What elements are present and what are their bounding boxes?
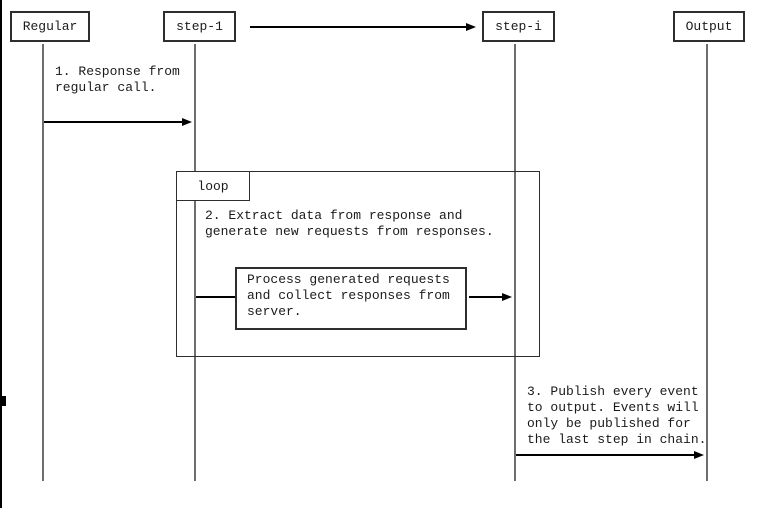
actor-box-regular: Regular <box>10 11 90 42</box>
message-2-text: 2. Extract data from response and genera… <box>205 208 494 239</box>
chain-arrowhead-icon <box>466 23 476 31</box>
process-out-arrow-line <box>469 296 504 298</box>
lifeline-regular <box>42 44 44 481</box>
loop-label-tab: loop <box>176 171 250 201</box>
actor-box-step-1: step-1 <box>163 11 236 42</box>
left-edge-notch <box>0 396 6 406</box>
message-3-arrowhead-icon <box>694 451 704 459</box>
message-1-arrowhead-icon <box>182 118 192 126</box>
actor-box-step-i: step-i <box>482 11 555 42</box>
process-note-box: Process generated requests and collect r… <box>235 267 467 330</box>
actor-label-output: Output <box>685 19 733 34</box>
actor-box-output: Output <box>673 11 745 42</box>
actor-label-regular: Regular <box>22 19 78 34</box>
loop-fragment-box <box>176 171 540 357</box>
lifeline-step-i <box>514 44 516 481</box>
process-in-line <box>196 296 235 298</box>
lifeline-output <box>706 44 708 481</box>
message-3-text: 3. Publish every event to output. Events… <box>527 384 707 447</box>
actor-label-step-1: step-1 <box>176 19 223 34</box>
lifeline-step-1 <box>194 44 196 481</box>
process-out-arrowhead-icon <box>502 293 512 301</box>
message-3-arrow-line <box>516 454 696 456</box>
left-edge-line <box>0 0 2 508</box>
loop-label-text: loop <box>197 178 229 194</box>
chain-arrow-line <box>250 26 468 28</box>
actor-label-step-i: step-i <box>495 19 542 34</box>
message-1-text: 1. Response from regular call. <box>55 64 180 95</box>
message-1-arrow-line <box>44 121 184 123</box>
